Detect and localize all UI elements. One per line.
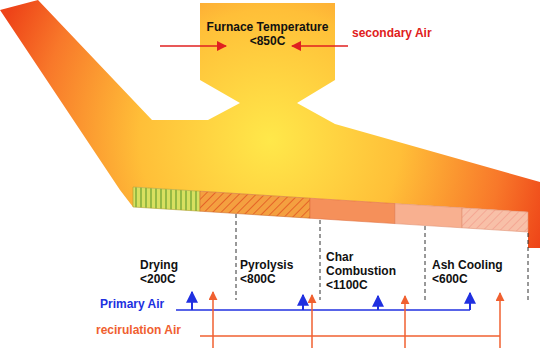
ash-grate-end [462, 208, 528, 232]
char-grate [310, 198, 395, 223]
recirculation-air-line [200, 335, 500, 337]
zone-label: Pyrolysis <800C [240, 258, 310, 286]
zone-label: Char Combustion <1100C [326, 250, 408, 292]
secondary-air-label: secondary Air [352, 26, 472, 40]
zone-label: Ash Cooling <600C [432, 258, 522, 286]
primary-air-line [176, 309, 470, 311]
drying-grate [133, 187, 200, 211]
recirculation-air-label: recirulation Air [96, 323, 206, 337]
primary-air-arrows [192, 292, 470, 310]
zone-dividers [236, 214, 528, 300]
furnace-temperature-box: Furnace Temperature <850C [197, 20, 338, 49]
secondary-air-arrow [292, 45, 348, 47]
secondary-air-arrow [160, 45, 226, 47]
ash-grate [395, 204, 462, 228]
pyrolysis-grate [200, 191, 310, 218]
recirculation-air-arrows [213, 292, 500, 348]
zone-label: Drying <200C [140, 258, 200, 286]
furnace-body [0, 0, 540, 248]
primary-air-label: Primary Air [100, 297, 180, 311]
furnace-temperature-text: Furnace Temperature <850C [197, 20, 338, 48]
